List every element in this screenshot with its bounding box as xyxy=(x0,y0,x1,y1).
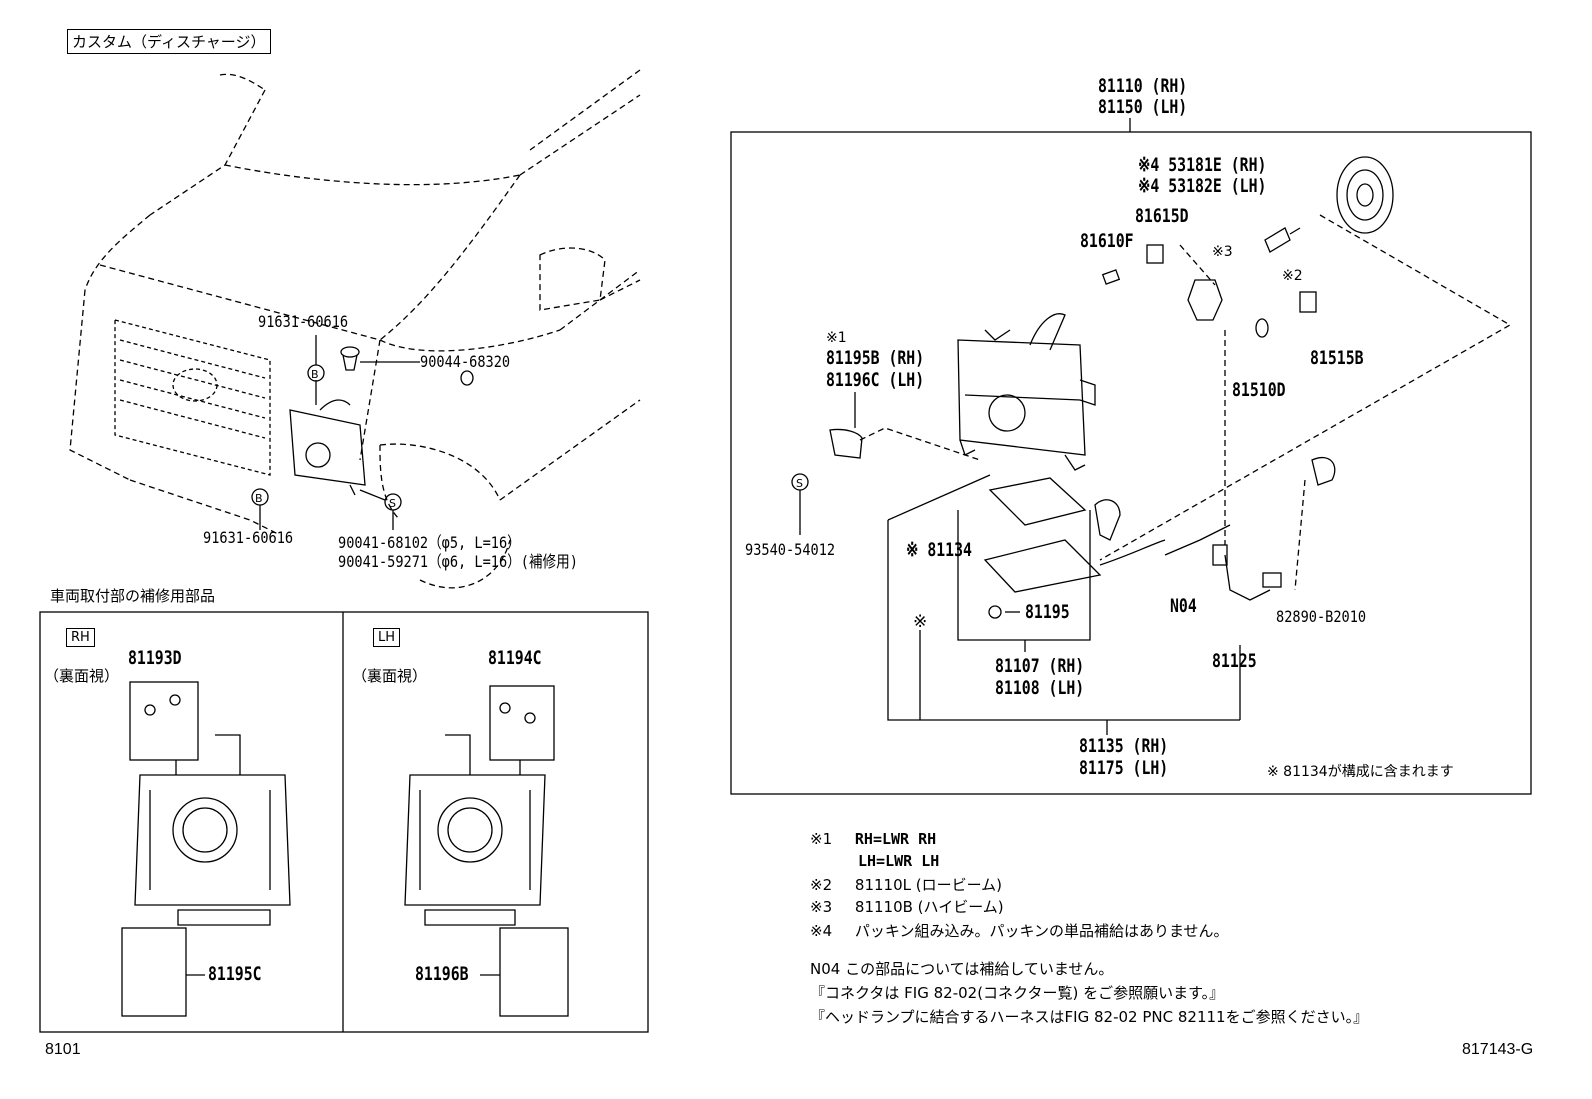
variant-label: カスタム（ディスチャージ） xyxy=(67,29,271,54)
connector-81615d xyxy=(1146,244,1164,264)
socket-82890 xyxy=(1311,456,1336,486)
note-mark: ※4 xyxy=(810,922,833,940)
note-row-2: LH=LWR LH xyxy=(858,852,939,870)
bulb-81510d xyxy=(1255,318,1269,338)
assembly-dashed-guides xyxy=(859,214,1512,591)
part-81175: 81175 (LH) xyxy=(1079,757,1169,779)
part-81195b: 81195B (RH) xyxy=(826,347,925,369)
bracket-81135 xyxy=(887,520,1240,721)
part-81193d: 81193D xyxy=(128,647,182,669)
asterisk-marker: ※ xyxy=(913,612,928,632)
part-81110: 81110 (RH) xyxy=(1098,75,1188,97)
callout-s-main xyxy=(384,493,402,511)
repair-section-title: 車両取付部の補修用部品 xyxy=(50,587,216,605)
bulb-81110b xyxy=(1187,279,1223,321)
part-81107: 81107 (RH) xyxy=(995,655,1085,677)
cover-81195b xyxy=(829,428,863,459)
part-81615d: 81615D xyxy=(1135,205,1189,227)
note-row-3: ※2 81110L (ロービーム) xyxy=(810,874,1002,895)
part-91631-bottom: 91631-60616 xyxy=(203,528,294,547)
note1-marker: ※1 xyxy=(826,330,847,346)
callout-s-main-text: S xyxy=(389,497,396,510)
part-81195: 81195 xyxy=(1025,601,1070,623)
callout-b-top xyxy=(307,364,325,382)
note-mark: ※1 xyxy=(810,830,833,848)
part-90041a: 90041-68102（φ5, L=16） xyxy=(338,533,521,552)
bracket-81107 xyxy=(957,510,1091,641)
leader-s xyxy=(359,489,386,501)
note3-marker: ※3 xyxy=(1212,244,1233,260)
callout-b-bottom-text: B xyxy=(255,492,263,505)
part-81196b: 81196B xyxy=(415,963,469,985)
page-code: 8101 xyxy=(45,1041,81,1058)
note-text: RH=LWR RH xyxy=(854,830,937,848)
part-81510d: 81510D xyxy=(1232,379,1286,401)
included-note: ※ 81134が構成に含まれます xyxy=(1267,764,1454,780)
lh-view-label: （裏面視） xyxy=(352,667,428,685)
socket-81515b xyxy=(1299,291,1317,313)
part-53182e: ※4 53182E (LH) xyxy=(1138,175,1267,197)
repair-box xyxy=(39,611,649,1033)
part-81135: 81135 (RH) xyxy=(1079,735,1169,757)
part-53181e: ※4 53181E (RH) xyxy=(1138,154,1267,176)
car-headlamp xyxy=(289,399,366,496)
callout-s-assy-text: S xyxy=(796,477,803,490)
lh-bracket-drawing xyxy=(404,685,569,1017)
screw-81195 xyxy=(988,605,1002,619)
footer-note-harness: 『ヘッドランプに結合するハーネスはFIG 82-02 PNC 82111をご参照… xyxy=(810,1008,1369,1026)
harness-81125 xyxy=(1224,554,1271,601)
part-81108: 81108 (LH) xyxy=(995,677,1085,699)
car-body-outline xyxy=(69,69,641,589)
footer-note-connector: 『コネクタは FIG 82-02(コネクター覧) をご参照願います。』 xyxy=(810,984,1225,1002)
part-81195c: 81195C xyxy=(208,963,262,985)
part-81196c: 81196C (LH) xyxy=(826,369,925,391)
part-81150: 81150 (LH) xyxy=(1098,96,1188,118)
note-mark: ※2 xyxy=(810,876,833,894)
bulb-81110l xyxy=(1264,227,1301,253)
part-82890: 82890-B2010 xyxy=(1276,607,1367,626)
part-90044: 90044-68320 xyxy=(420,352,511,371)
part-81194c: 81194C xyxy=(488,647,542,669)
cap-53181 xyxy=(1336,156,1394,234)
note-mark: ※3 xyxy=(810,898,833,916)
connector-82890 xyxy=(1262,572,1282,588)
callout-b-bottom xyxy=(251,488,269,506)
connector-81125 xyxy=(1212,544,1228,566)
part-93540: 93540-54012 xyxy=(745,540,836,559)
ballast-drawing xyxy=(983,477,1166,593)
callout-b-top-text: B xyxy=(311,368,319,381)
headlamp-assembly-drawing xyxy=(957,313,1096,471)
footer-note-n04: N04 この部品については補給していません。 xyxy=(810,960,1114,978)
clip-90044 xyxy=(340,346,360,371)
part-90041b: 90041-59271（φ6, L=16）(補修用) xyxy=(338,552,578,571)
clip-81610f xyxy=(1101,269,1121,285)
part-81515b: 81515B xyxy=(1310,347,1364,369)
part-81125: 81125 xyxy=(1212,650,1257,672)
harness-n04 xyxy=(1164,524,1231,556)
car-grille xyxy=(114,319,271,476)
note-row-1: ※1 RH=LWR RH xyxy=(810,830,936,848)
part-81610f: 81610F xyxy=(1080,230,1134,252)
note-row-5: ※4 パッキン組み込み。パッキンの単品補給はありません。 xyxy=(810,920,1229,941)
leader-81134 xyxy=(887,474,991,521)
rh-view-label: （裏面視） xyxy=(44,667,120,685)
figure-id: 817143-G xyxy=(1462,1041,1534,1058)
note-text: 81110B (ハイビーム) xyxy=(854,898,1004,916)
note-row-4: ※3 81110B (ハイビーム) xyxy=(810,896,1004,917)
note-text: LH=LWR LH xyxy=(858,852,940,870)
note-text: パッキン組み込み。パッキンの単品補給はありません。 xyxy=(854,922,1229,940)
assembly-box xyxy=(730,131,1532,795)
rh-badge: RH xyxy=(66,628,95,647)
harness-n04-label: N04 xyxy=(1170,595,1197,617)
rh-bracket-drawing xyxy=(121,681,291,1017)
part-91631-top: 91631-60616 xyxy=(258,312,349,331)
lh-badge: LH xyxy=(373,628,401,647)
note-text: 81110L (ロービーム) xyxy=(854,876,1003,894)
part-81134: ※ 81134 xyxy=(906,539,972,561)
hole-outline xyxy=(460,370,474,386)
note2-marker: ※2 xyxy=(1282,268,1303,284)
